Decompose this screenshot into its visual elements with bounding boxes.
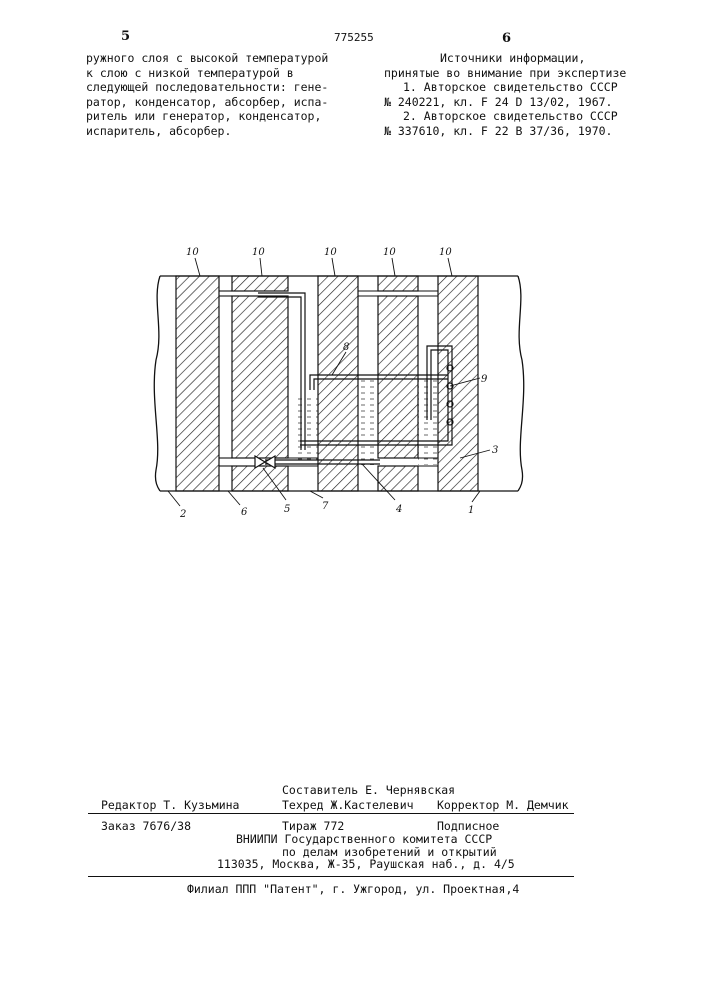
editor-credit: Редактор Т. Кузьмина — [101, 798, 239, 812]
divider — [88, 876, 574, 877]
label-10: 10 — [324, 247, 337, 258]
label-10: 10 — [252, 247, 265, 258]
corrector-credit: Корректор М. Демчик — [437, 798, 569, 812]
organization-line-1: ВНИИПИ Государственного комитета СССР — [236, 832, 492, 846]
label-1: 1 — [468, 505, 474, 516]
subscription: Подписное — [437, 819, 499, 833]
label-10: 10 — [383, 247, 396, 258]
label-10: 10 — [186, 247, 199, 258]
label-4: 4 — [395, 504, 402, 515]
compiler-credit: Составитель Е. Чернявская — [282, 783, 455, 797]
label-7: 7 — [322, 501, 329, 512]
label-10: 10 — [439, 247, 452, 258]
label-8: 8 — [343, 342, 349, 353]
label-6: 6 — [241, 507, 248, 518]
organization-address: 113035, Москва, Ж-35, Раушская наб., д. … — [217, 857, 515, 871]
divider — [88, 813, 574, 814]
techred-credit: Техред Ж.Кастелевич — [282, 798, 414, 812]
order-number: Заказ 7676/38 — [101, 819, 191, 833]
label-9: 9 — [481, 374, 488, 385]
label-5: 5 — [284, 504, 290, 515]
branch-address: Филиал ППП "Патент", г. Ужгород, ул. Про… — [187, 882, 519, 896]
circulation: Тираж 772 — [282, 819, 344, 833]
label-3: 3 — [492, 445, 498, 456]
label-2: 2 — [179, 509, 186, 520]
